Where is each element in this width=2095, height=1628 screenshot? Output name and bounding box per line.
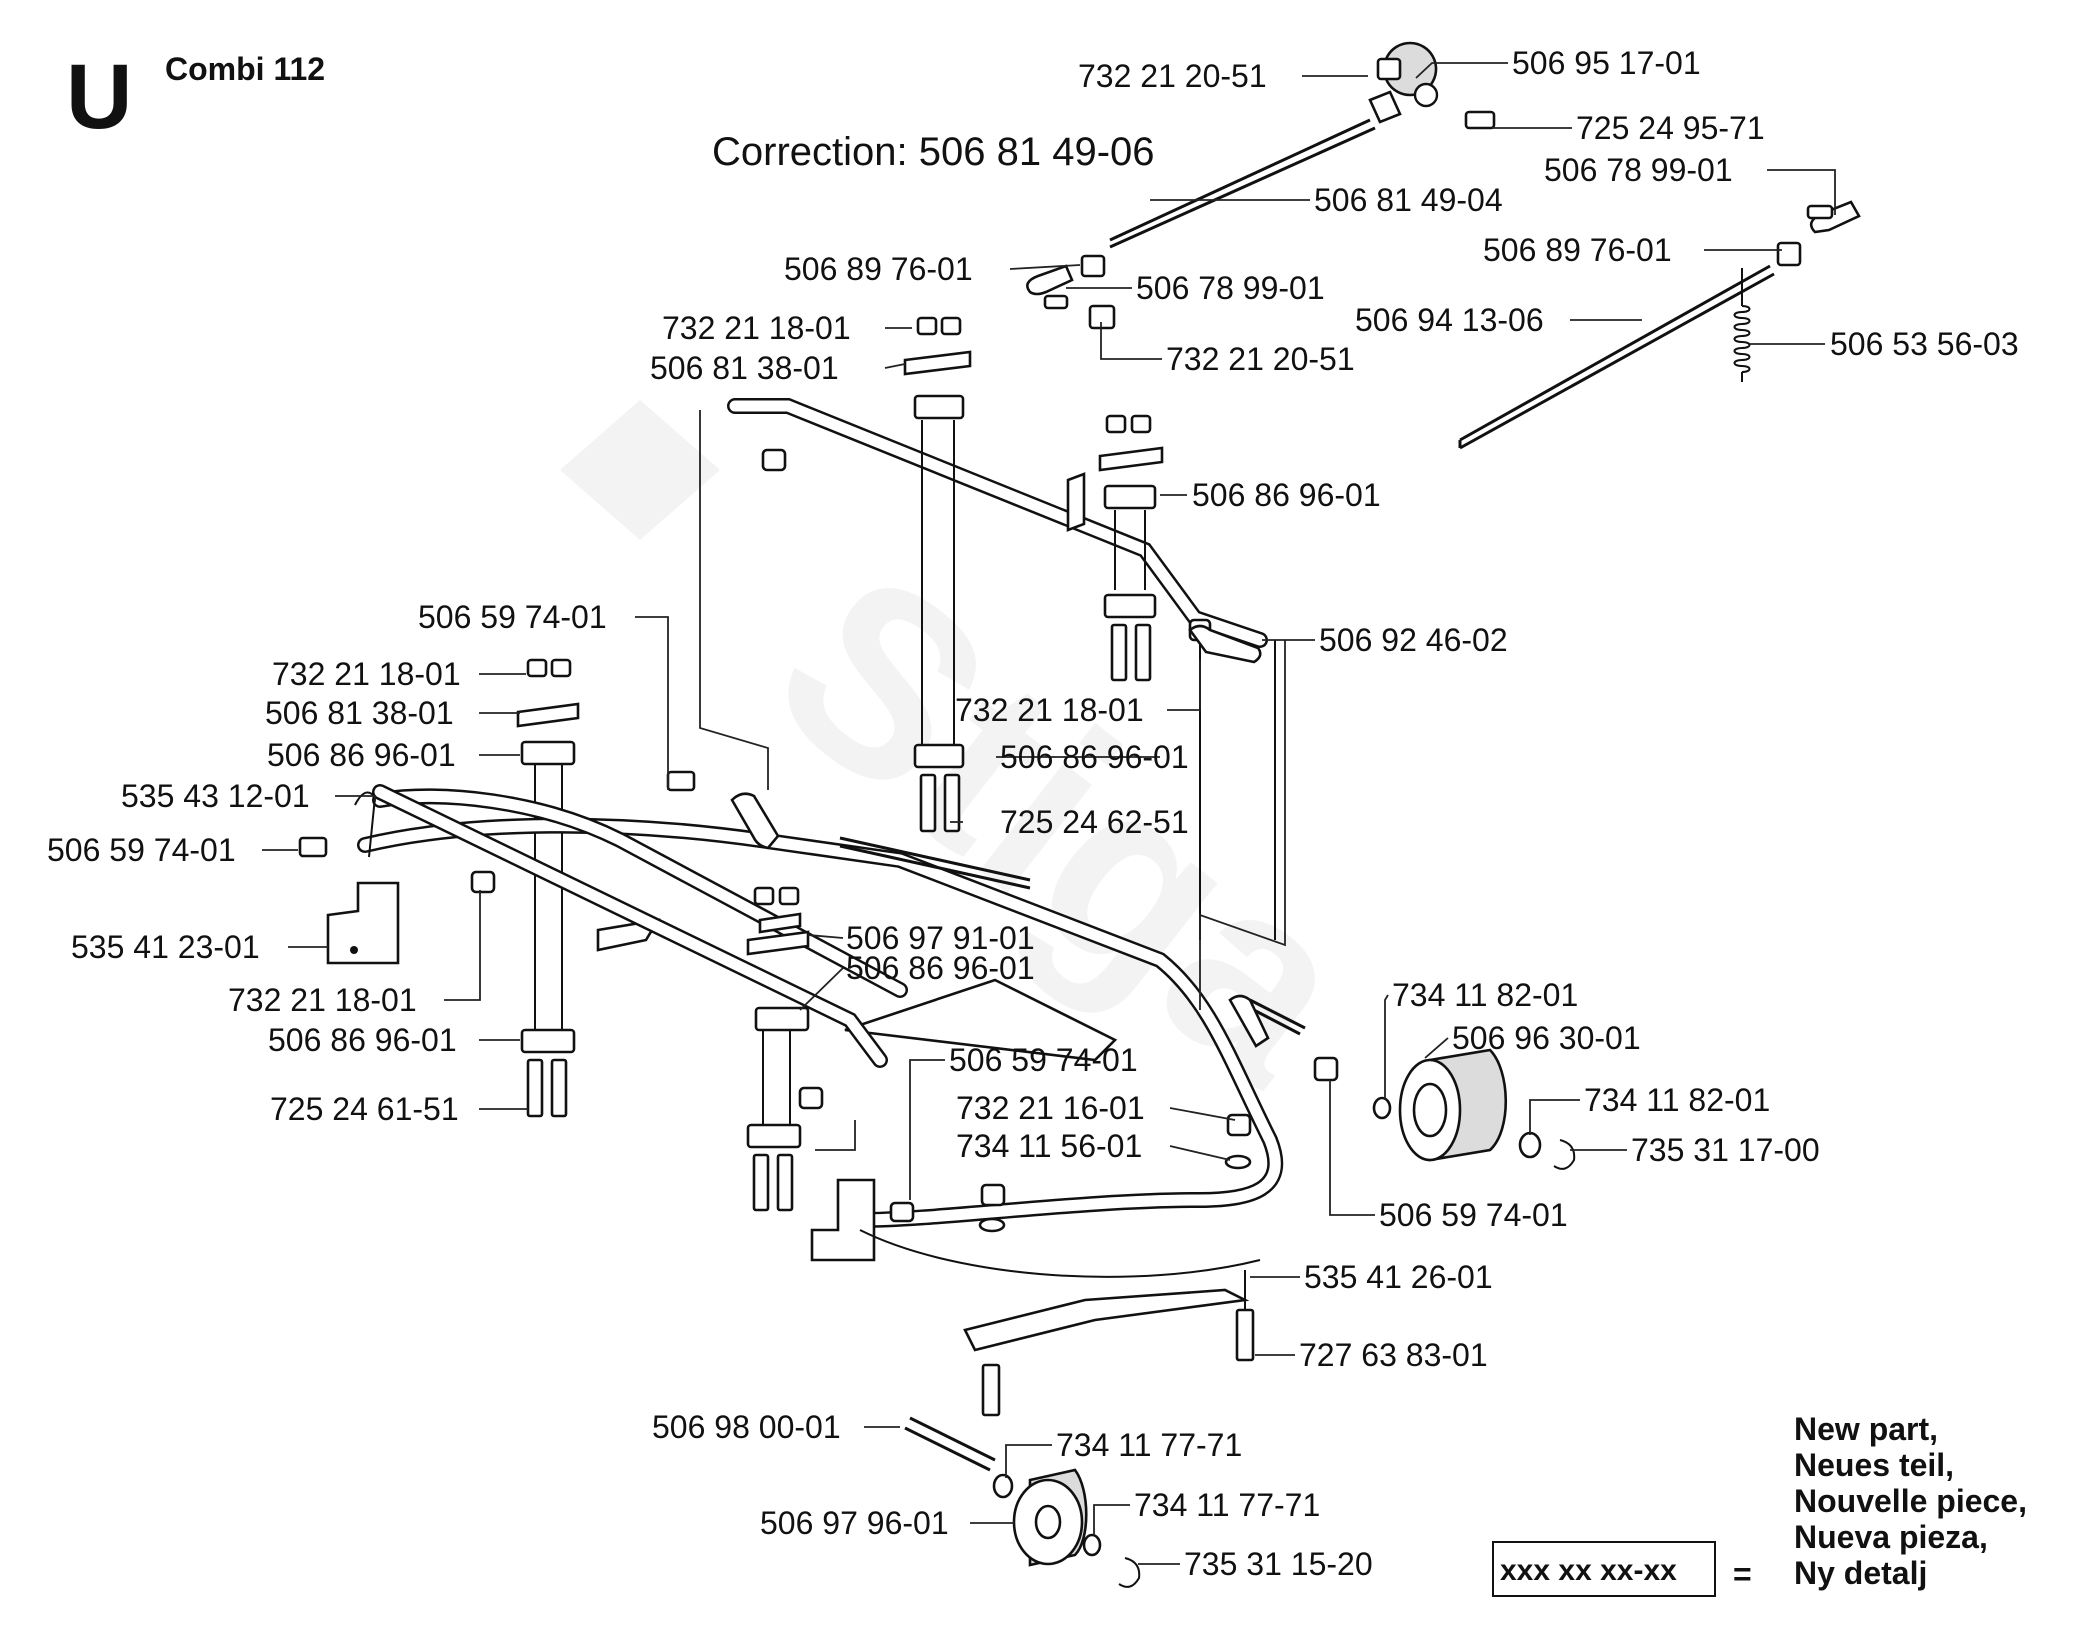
callout: 506 59 74-01 [47,832,236,868]
callout: 734 11 82-01 [1584,1082,1770,1118]
callout: 506 81 38-01 [650,350,839,386]
legend-sample-text: xxx xx xx-xx [1500,1554,1677,1587]
callout: 725 24 61-51 [270,1091,459,1127]
new-part-legend: xxx xx xx-xx = New part, Neues teil, Nou… [1492,1411,2027,1597]
legend-sample-box [1492,1541,1716,1597]
right-roller [1313,1048,1576,1170]
callout: 506 96 30-01 [1452,1020,1641,1056]
legend-line: Nueva pieza, [1794,1519,1988,1555]
callout: 506 86 96-01 [1000,739,1189,775]
callout: 732 21 18-01 [228,982,417,1018]
callout: 734 11 77-71 [1134,1487,1320,1523]
callout: 732 21 20-51 [1166,341,1355,377]
legend-line: New part, [1794,1411,1938,1447]
correction-note: Correction: 506 81 49-06 [712,130,1155,174]
callout: 506 59 74-01 [1379,1197,1568,1233]
callout: 506 89 76-01 [784,251,973,287]
callout: 506 59 74-01 [949,1042,1138,1078]
callout: 506 78 99-01 [1136,270,1325,306]
callout: 506 97 96-01 [760,1505,949,1541]
callout: 506 53 56-03 [1830,326,2019,362]
section-letter: U [66,46,132,148]
legend-line: Ny detalj [1794,1555,1927,1591]
front-bar [372,770,888,1212]
callout: 506 59 74-01 [418,599,607,635]
callout: 732 21 20-51 [1078,58,1267,94]
callout: 727 63 83-01 [1299,1337,1488,1373]
callout: 535 41 23-01 [71,929,260,965]
callout: 735 31 17-00 [1631,1132,1820,1168]
legend-line: Nouvelle piece, [1794,1483,2027,1519]
callout: 725 24 62-51 [1000,804,1189,840]
parts-drawing [298,41,1861,1588]
center-clamp-stack [903,316,1262,833]
callout: 506 81 49-04 [1314,182,1503,218]
model-title: Combi 112 [165,51,325,87]
callout: 735 31 15-20 [1184,1546,1373,1582]
callout: 535 43 12-01 [121,778,310,814]
callout: 506 94 13-06 [1355,302,1544,338]
callout: 506 95 17-01 [1512,45,1701,81]
legend-equals: = [1733,1556,1752,1592]
callout: 732 21 18-01 [955,692,1144,728]
callout: 506 89 76-01 [1483,232,1672,268]
callout: 506 97 91-01 [846,920,1035,956]
legend-line: Neues teil, [1794,1447,1954,1483]
callout: 535 41 26-01 [1304,1259,1493,1295]
left-bracket [298,791,496,965]
callout: 506 86 96-01 [268,1022,457,1058]
callout: 506 98 00-01 [652,1409,841,1445]
callout: 734 11 56-01 [956,1128,1142,1164]
callout: 732 21 16-01 [956,1090,1145,1126]
callout: 506 86 96-01 [846,950,1035,986]
callout: 506 86 96-01 [267,737,456,773]
callout: 506 86 96-01 [1192,477,1381,513]
callout: 734 11 82-01 [1392,977,1578,1013]
callout: 734 11 77-71 [1056,1427,1242,1463]
callout: 725 24 95-71 [1576,110,1765,146]
callout: 506 81 38-01 [265,695,454,731]
leader-lines [262,62,1836,1565]
callout: 506 92 46-02 [1319,622,1508,658]
bottom-roller [904,1416,1141,1588]
callout: 732 21 18-01 [272,656,461,692]
callout: 732 21 18-01 [662,310,851,346]
callout: 506 78 99-01 [1544,152,1733,188]
control-rod-assembly [1026,41,1861,450]
callout-labels: 732 21 20-51 506 95 17-01 725 24 95-71 5… [47,45,2019,1582]
